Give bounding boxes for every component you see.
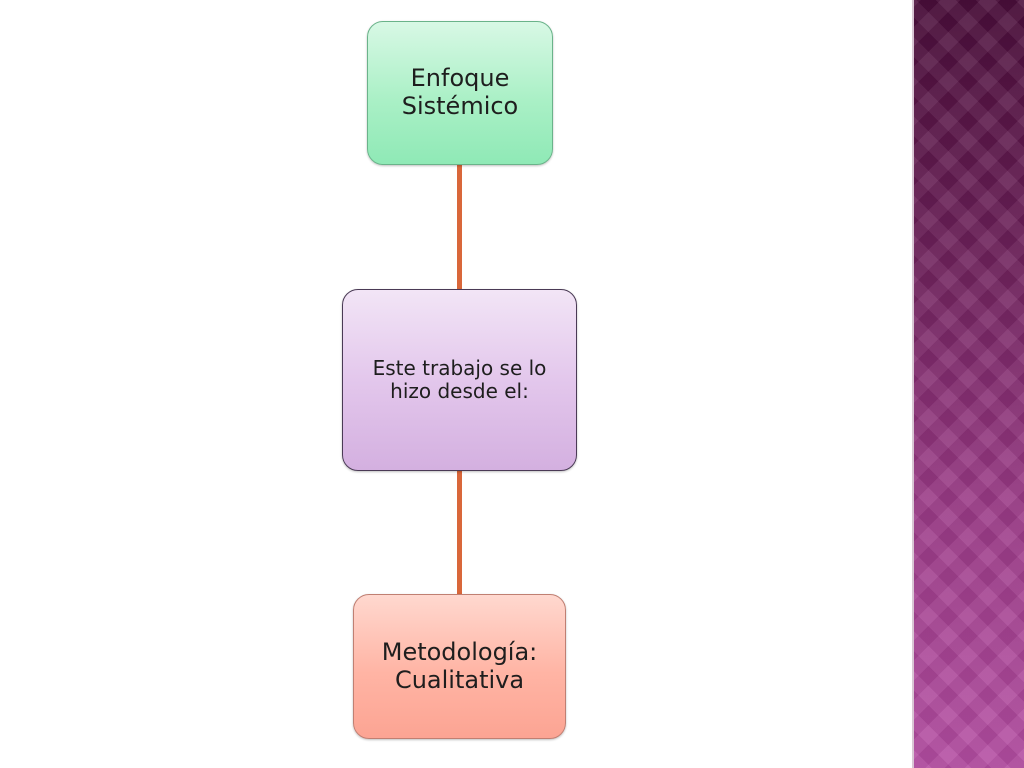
node-metodologia: Metodología: Cualitativa: [353, 594, 566, 739]
node-enfoque-sistemico: Enfoque Sistémico: [367, 21, 553, 165]
node-este-trabajo: Este trabajo se lo hizo desde el:: [342, 289, 577, 471]
decorative-side-band: [912, 0, 1024, 768]
node-este-trabajo-label: Este trabajo se lo hizo desde el:: [372, 356, 547, 403]
node-metodologia-label: Metodología: Cualitativa: [381, 637, 538, 694]
connector-top-to-middle: [457, 164, 462, 290]
connector-middle-to-bottom: [457, 470, 462, 595]
node-enfoque-sistemico-label: Enfoque Sistémico: [401, 64, 519, 120]
